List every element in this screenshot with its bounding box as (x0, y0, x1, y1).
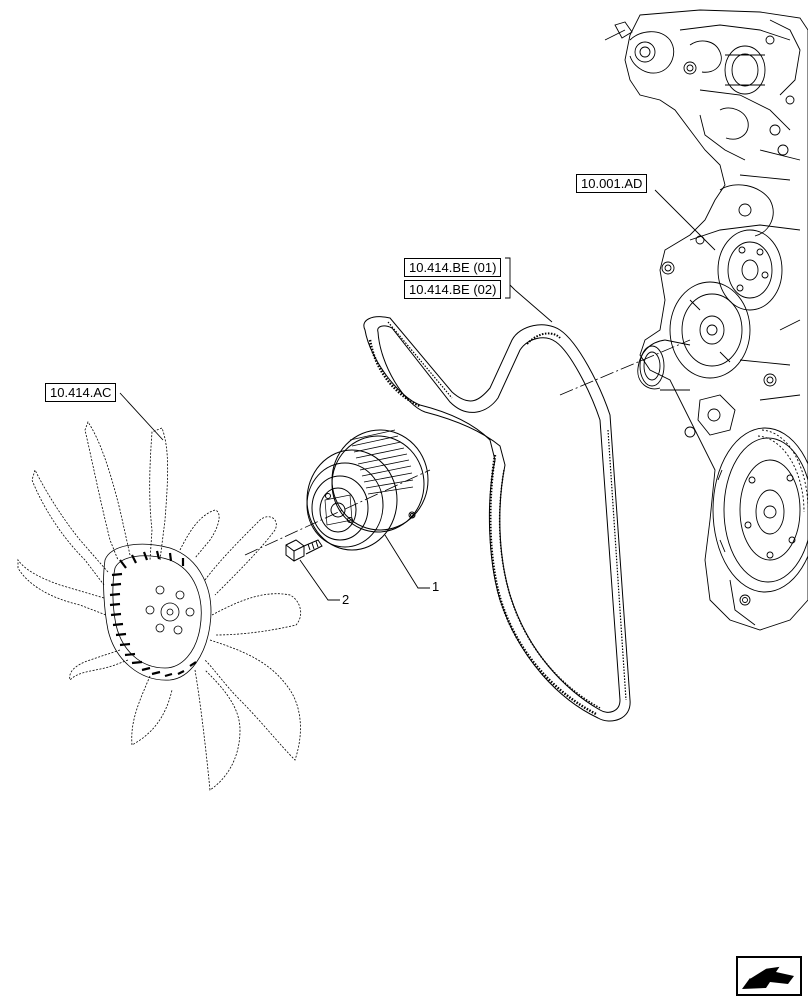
leader-lines (119, 189, 716, 601)
ref-belt-2[interactable]: 10.414.BE (02) (404, 280, 502, 299)
callout-2: 2 (342, 592, 350, 607)
arrow-left-icon[interactable] (736, 956, 802, 996)
cooling-fan (17, 421, 302, 791)
ref-fan[interactable]: 10.414.AC (45, 383, 117, 402)
drive-belt (363, 316, 631, 722)
fan-pulley (306, 429, 429, 551)
bolt (285, 539, 323, 562)
engine-block (604, 9, 808, 631)
callout-1: 1 (432, 579, 440, 594)
ref-engine[interactable]: 10.001.AD (576, 174, 648, 193)
ref-belt-1[interactable]: 10.414.BE (01) (404, 258, 502, 277)
